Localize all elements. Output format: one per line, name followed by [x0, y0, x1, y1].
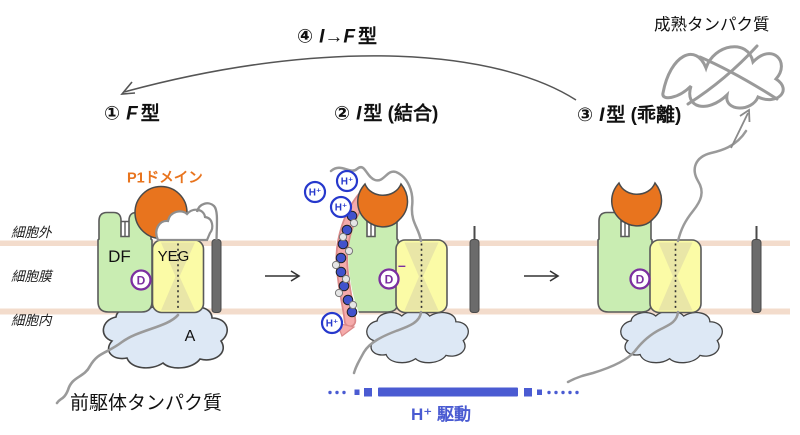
gradient-dot: [547, 390, 551, 395]
yeg-label: YEG: [158, 248, 190, 265]
release-arrowhead-icon: [739, 108, 751, 123]
proton-gradient-bar: [328, 387, 579, 397]
membrane-inner-line: [0, 308, 790, 315]
substrate-thread-top-2: [329, 166, 423, 243]
plug-blob-1: [155, 208, 214, 242]
a-subunit-label: A: [185, 328, 196, 345]
df-label: DF: [108, 247, 131, 266]
proton-badge-2: [335, 169, 359, 193]
gradient-dot: [554, 390, 558, 395]
scribble-loop: [661, 45, 785, 110]
yeg-subunit-3: [649, 239, 702, 314]
gradient-square-small: [537, 389, 542, 395]
bead-blue: [335, 252, 347, 264]
step1-letter: F: [126, 104, 139, 125]
substrate-thread-bottom-3: [566, 310, 680, 384]
mature-protein-scribble: [661, 44, 785, 110]
substrate-thread-top-3: [676, 129, 748, 243]
step2-number: ②: [334, 104, 350, 125]
scribble-cross-2: [686, 44, 759, 106]
d-residue-3: [629, 268, 651, 290]
bead-blue: [335, 266, 347, 278]
proton-bead-chain: [331, 210, 359, 318]
d-residue-minus: –: [398, 257, 406, 273]
proton-badge-1: [303, 180, 327, 204]
membrane-inside-label: 細胞内: [11, 313, 53, 328]
gradient-solid-bar: [378, 387, 518, 397]
step3-letter: I: [599, 105, 605, 126]
right-arrowhead-icon: [549, 270, 560, 282]
step1-number: ①: [104, 104, 120, 125]
proton-drive-label: H⁺ 駆動: [411, 404, 471, 424]
bead-gray: [334, 288, 344, 298]
gradient-dot: [575, 390, 579, 395]
a-subunit-cloud-1: [102, 304, 229, 369]
transition-arrow-1: [265, 270, 301, 282]
step2-letter: I: [356, 104, 362, 125]
anchor-bar-3: [751, 239, 762, 313]
gradient-dot: [335, 390, 339, 395]
precursor-thread-1: [55, 313, 180, 405]
gradient-square-small: [354, 389, 360, 395]
membrane-layer-label: 細胞膜: [11, 269, 54, 284]
p1-domain-label: P1ドメイン: [127, 171, 203, 187]
anchor-bar-1: [211, 239, 222, 313]
gradient-dot: [342, 390, 346, 395]
plug-loop-thread-1: [195, 202, 219, 241]
df-subunit-3: [597, 211, 653, 313]
bead-gray: [331, 260, 341, 270]
proton-badge-4: [320, 311, 344, 335]
cycle-reset-arrow: [120, 55, 577, 101]
step3-suffix: 型 (乖離): [606, 103, 681, 126]
substrate-thread-bottom-2: [352, 310, 423, 375]
anchor-bar-2: [469, 239, 480, 313]
step1-suffix: 型: [141, 102, 160, 125]
bead-gray: [341, 274, 351, 284]
release-arrow-line: [730, 112, 749, 149]
gradient-square: [364, 388, 372, 397]
gradient-square: [524, 388, 532, 397]
transition-arrow-2: [524, 270, 560, 282]
release-arrow: [730, 108, 751, 149]
mature-protein-label: 成熟タンパク質: [654, 15, 770, 34]
right-arrowhead-icon: [290, 270, 301, 282]
gradient-dot: [328, 390, 332, 395]
d-residue-2: [378, 268, 400, 290]
step4-suffix: 型: [358, 25, 377, 48]
bead-gray: [344, 246, 354, 256]
bead-gray: [338, 232, 348, 242]
step3-number: ③: [577, 105, 593, 126]
step4-letters: I→F: [319, 27, 356, 48]
proton-badge-3: [329, 195, 353, 219]
cycle-arc: [123, 55, 577, 101]
bead-blue: [341, 224, 353, 236]
bead-gray: [349, 218, 359, 228]
gradient-dot: [568, 390, 572, 395]
membrane-outside-label: 細胞外: [11, 225, 53, 240]
scribble-cross-1: [698, 55, 779, 101]
gradient-dot: [561, 390, 565, 395]
a-subunit-cloud-3: [620, 310, 723, 364]
step4-number: ④: [297, 27, 313, 48]
yeg-subunit-2: [395, 239, 448, 314]
state3-complex: [566, 129, 762, 384]
d-residue-1: [130, 269, 152, 291]
step2-suffix: 型 (結合): [363, 102, 438, 125]
cycle-arrowhead-icon: [120, 81, 136, 95]
precursor-protein-label: 前駆体タンパク質: [70, 392, 222, 414]
state2-complex: –: [303, 166, 480, 375]
bead-gray: [348, 300, 358, 310]
state1-complex: DF YEG A P1ドメイン: [55, 171, 229, 405]
